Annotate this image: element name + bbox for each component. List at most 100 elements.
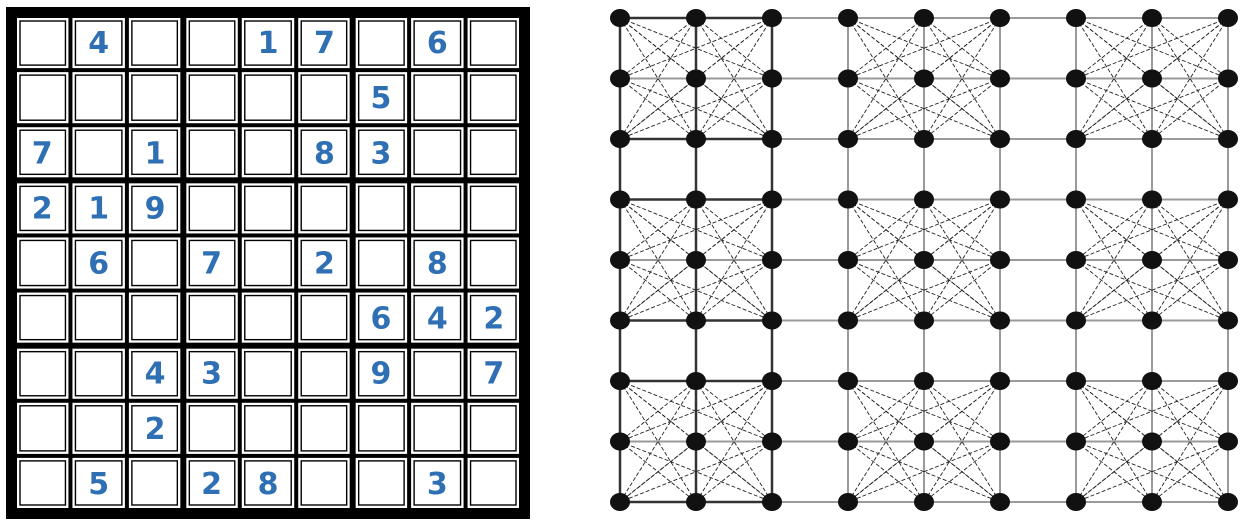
sudoku-cell-outer: [186, 292, 238, 343]
graph-node: [762, 190, 782, 209]
sudoku-digit: 7: [483, 357, 504, 392]
sudoku-cell: [74, 460, 123, 506]
sudoku-cell-outer: [467, 72, 519, 124]
graph-svg: [610, 9, 1238, 511]
sudoku-cell: [244, 129, 292, 176]
graph-node: [838, 130, 858, 148]
sudoku-cell-outer: [241, 402, 295, 454]
sudoku-cell-outer: [467, 402, 519, 454]
sudoku-constraint-graph: [600, 0, 1255, 526]
sudoku-cell-outer: [186, 237, 238, 289]
graph-node: [838, 372, 858, 390]
graph-node: [914, 493, 934, 511]
sudoku-cell: [19, 239, 67, 287]
sudoku-cell: [244, 405, 292, 452]
sudoku-cell: [469, 460, 517, 506]
graph-node: [838, 69, 858, 88]
sudoku-cell-outer: [355, 127, 408, 178]
sudoku-cell: [300, 460, 348, 506]
graph-node: [762, 9, 782, 27]
sudoku-digit: 2: [201, 467, 222, 502]
sudoku-cell: [244, 185, 292, 232]
graph-block-edge: [847, 380, 925, 442]
graph-node: [1066, 493, 1086, 511]
sudoku-digit: 4: [145, 357, 166, 392]
sudoku-cell-outer: [467, 237, 519, 289]
sudoku-cell-outer: [467, 457, 519, 508]
sudoku-cell-outer: [72, 457, 125, 508]
sudoku-cell: [74, 350, 123, 397]
graph-node: [686, 190, 706, 209]
graph-block-edge: [695, 441, 773, 503]
graph-node: [990, 190, 1010, 209]
sudoku-digit: 6: [370, 302, 391, 337]
sudoku-cell-outer: [186, 348, 238, 399]
sudoku-cell: [300, 294, 348, 341]
sudoku-digit: 2: [314, 247, 335, 282]
graph-block-edge: [695, 78, 773, 140]
sudoku-cell: [357, 239, 405, 287]
sudoku-cell: [131, 294, 179, 341]
graph-block-edge: [847, 17, 925, 79]
sudoku-cell-outer: [17, 457, 69, 508]
sudoku-cell-outer: [411, 348, 464, 399]
sudoku-cell-outer: [17, 72, 69, 124]
graph-block-edge: [619, 199, 773, 261]
graph-node: [838, 493, 858, 511]
graph-block-edge: [847, 199, 1001, 261]
sudoku-cell-outer: [72, 18, 125, 69]
graph-node: [1066, 130, 1086, 148]
sudoku-cell: [413, 20, 462, 66]
sudoku-cell: [74, 239, 123, 287]
graph-node: [610, 9, 630, 27]
sudoku-cell-outer: [128, 348, 181, 399]
graph-node: [1142, 190, 1162, 209]
graph-node: [838, 190, 858, 209]
sudoku-cell-outer: [355, 402, 408, 454]
graph-node: [762, 251, 782, 269]
graph-block-edge: [1075, 199, 1153, 261]
graph-node: [990, 372, 1010, 390]
sudoku-digit: 1: [88, 191, 109, 226]
sudoku-cell: [357, 129, 405, 176]
graph-block-edge: [847, 441, 925, 503]
sudoku-cell: [19, 129, 67, 176]
sudoku-cell-outer: [72, 348, 125, 399]
sudoku-cell-outer: [17, 402, 69, 454]
sudoku-cell: [469, 20, 517, 66]
graph-block-edge: [1075, 199, 1229, 261]
sudoku-cell: [413, 405, 462, 452]
sudoku-digit: 3: [201, 357, 222, 392]
sudoku-cell: [244, 294, 292, 341]
sudoku-cell-outer: [411, 457, 464, 508]
graph-block-edge: [619, 441, 773, 503]
sudoku-cell-outer: [128, 402, 181, 454]
sudoku-cell: [357, 185, 405, 232]
sudoku-cell-outer: [355, 183, 408, 234]
graph-node: [914, 372, 934, 390]
graph-block-edge: [1075, 259, 1153, 321]
graph-node: [1066, 9, 1086, 27]
sudoku-cell: [19, 20, 67, 66]
sudoku-cell: [469, 350, 517, 397]
graph-block-edge: [1075, 441, 1153, 503]
graph-node: [990, 311, 1010, 330]
sudoku-cell-outer: [128, 72, 181, 124]
graph-node: [686, 69, 706, 88]
sudoku-cell: [244, 350, 292, 397]
graph-node: [914, 130, 934, 148]
graph-block-edge: [1151, 78, 1229, 140]
sudoku-cell-outer: [355, 348, 408, 399]
sudoku-cell: [469, 129, 517, 176]
sudoku-cell-outer: [298, 457, 350, 508]
graph-node: [610, 493, 630, 511]
sudoku-cell-outer: [355, 18, 408, 69]
sudoku-cell: [188, 239, 236, 287]
graph-node: [686, 493, 706, 511]
sudoku-cell: [74, 129, 123, 176]
sudoku-digit: 7: [314, 26, 335, 61]
sudoku-cell-outer: [241, 292, 295, 343]
sudoku-cell: [300, 129, 348, 176]
sudoku-cell: [131, 460, 179, 506]
sudoku-cell-outer: [72, 402, 125, 454]
